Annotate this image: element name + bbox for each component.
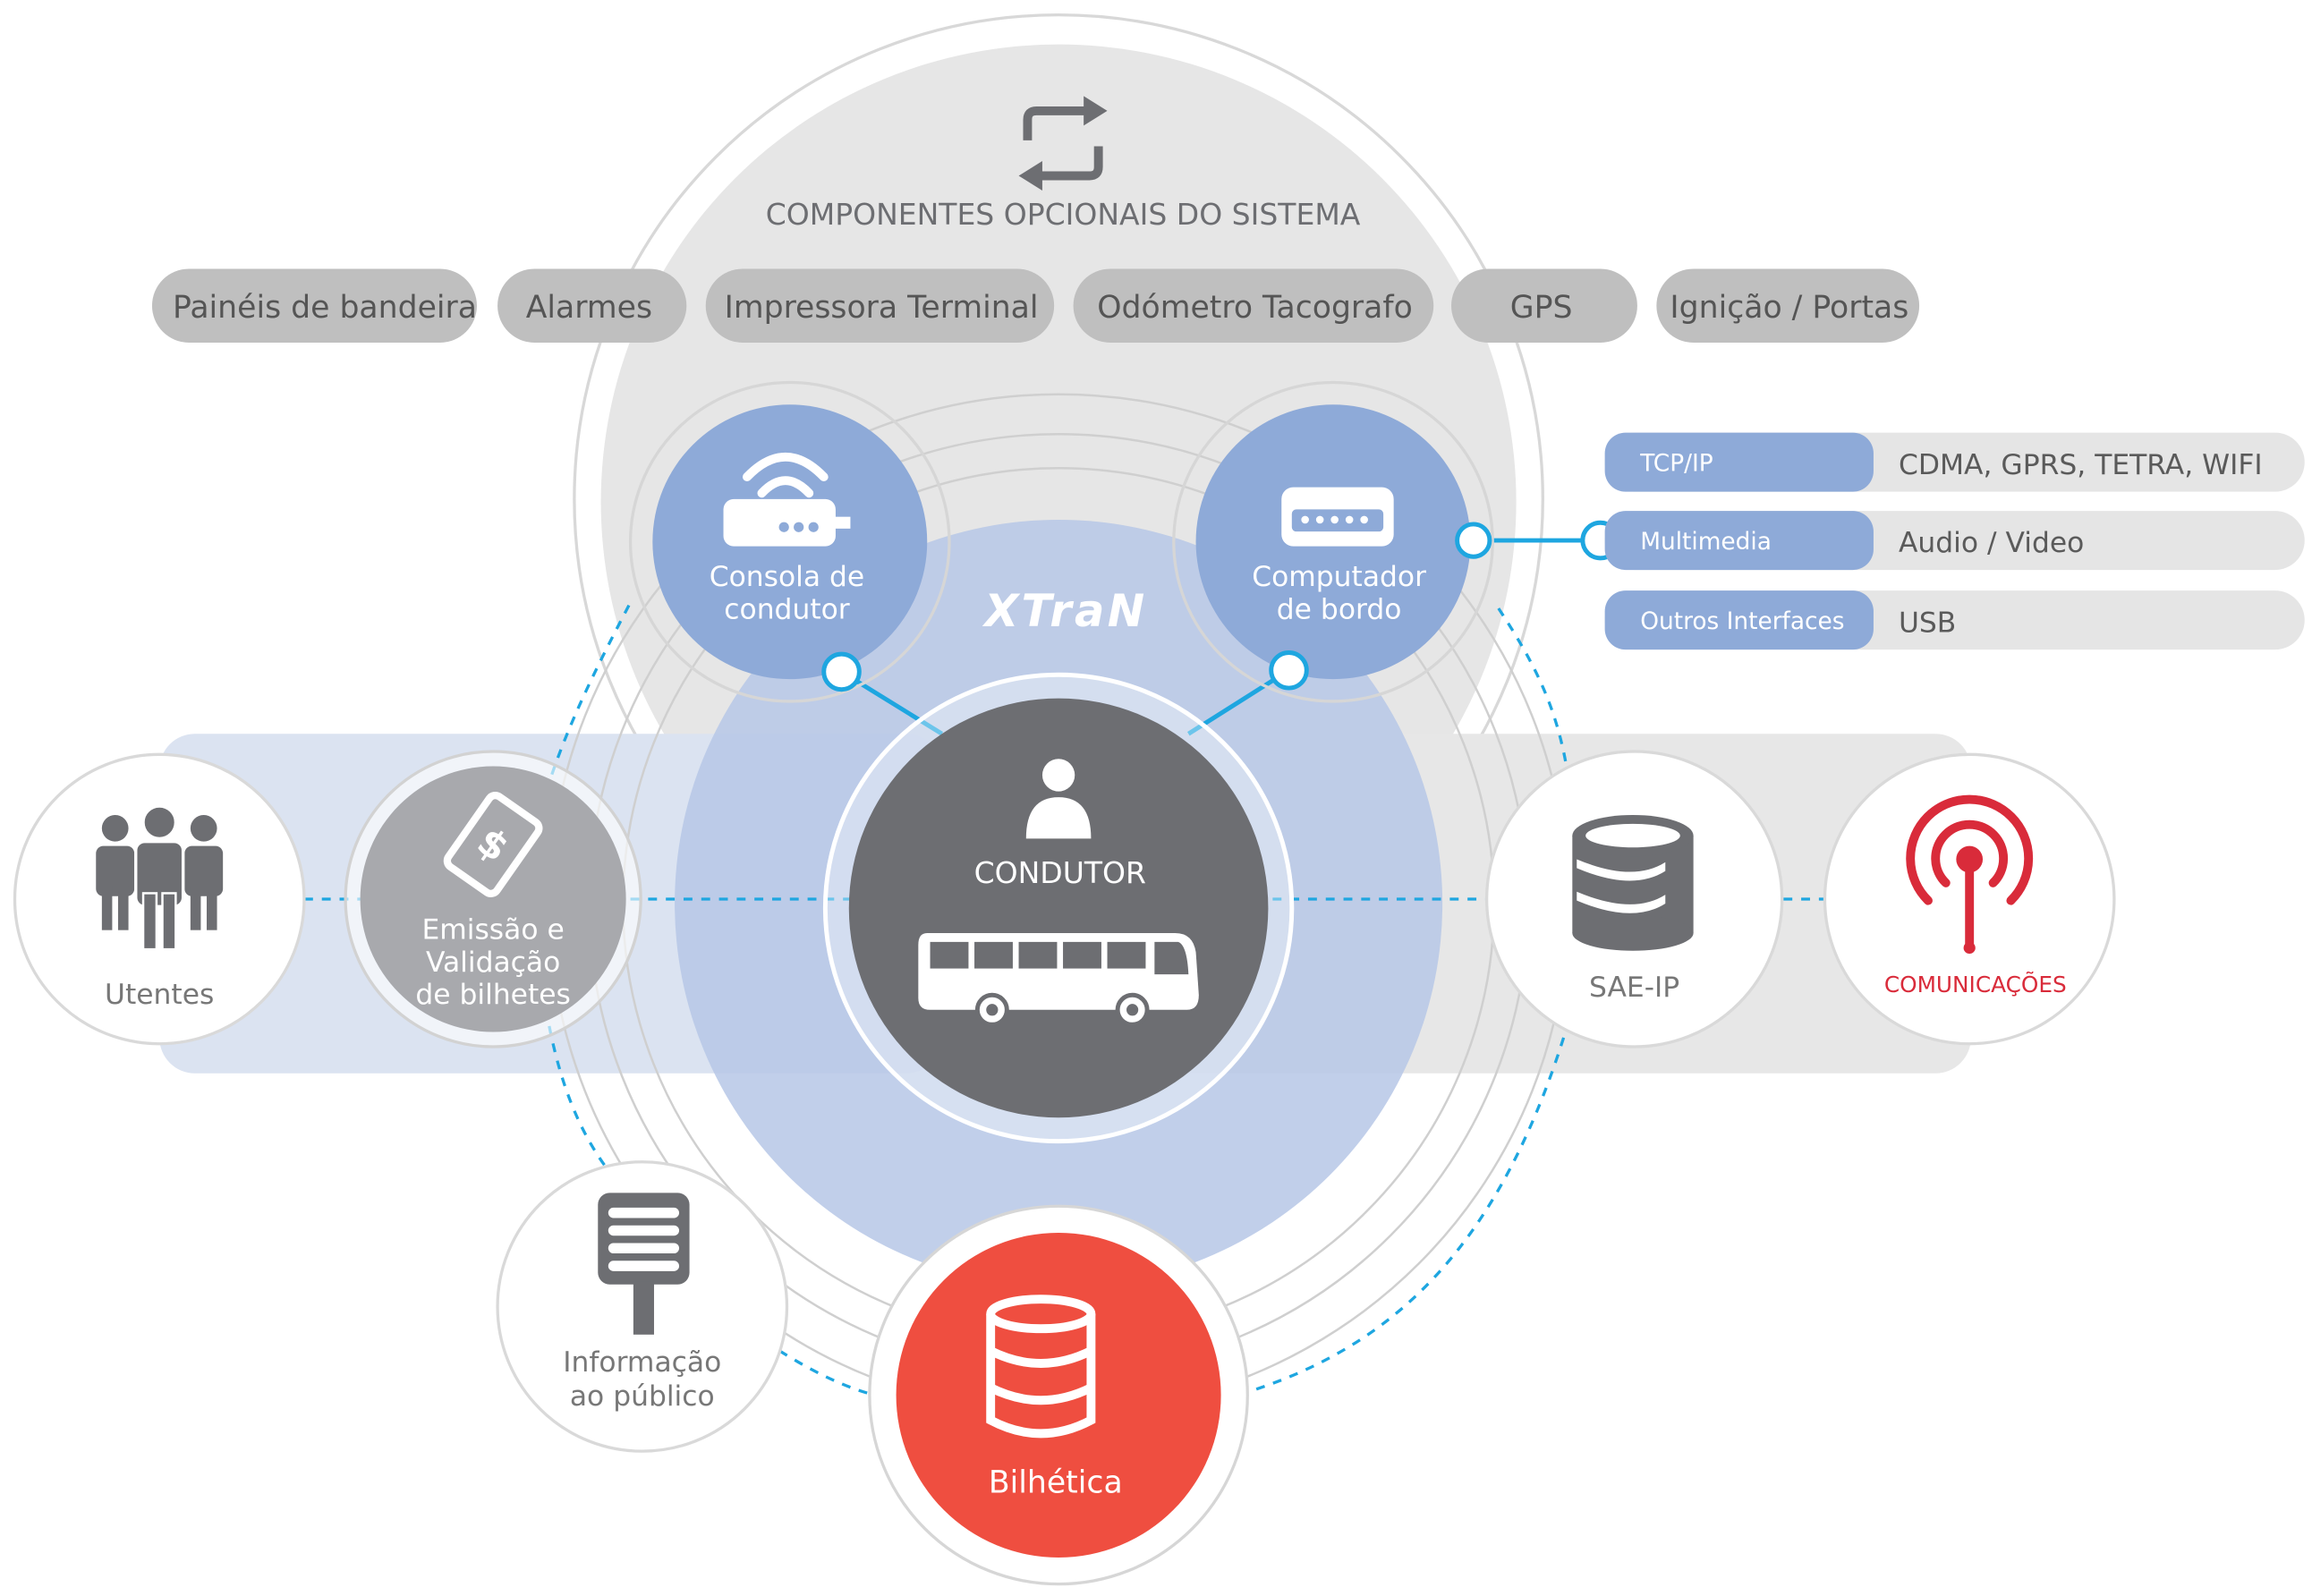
info-sign-icon <box>598 1193 690 1335</box>
node-ticketing[interactable]: $ Emissão e Validação de bilhetes <box>344 750 642 1048</box>
interface-row-tcpip[interactable]: TCP/IP CDMA, GPRS, TETRA, WIFI <box>1604 432 2305 492</box>
computer-label-line2: de bordo <box>1277 594 1402 626</box>
interfaces-list: TCP/IP CDMA, GPRS, TETRA, WIFI Multimedi… <box>1604 432 2305 650</box>
node-sae-ip[interactable]: SAE-IP <box>1484 750 1784 1048</box>
interface-tag: Multimedia <box>1640 528 1772 556</box>
pill-label: Impressora Terminal <box>725 290 1039 326</box>
node-console[interactable]: Consola de condutor <box>628 380 951 703</box>
ticketing-label-line3: de bilhetes <box>415 979 571 1011</box>
xtran-logo: XTraN <box>982 585 1147 637</box>
console-label-line2: condutor <box>724 594 850 626</box>
optional-components-title: COMPONENTES OPCIONAIS DO SISTEMA <box>766 197 1361 232</box>
pill-label: Odómetro Tacografo <box>1097 290 1413 326</box>
optional-components-pills: Painéis de bandeira Alarmes Impressora T… <box>151 268 1920 343</box>
pill-impressora-terminal[interactable]: Impressora Terminal <box>705 268 1055 343</box>
users-label: Utentes <box>105 979 214 1011</box>
pill-paineis-de-bandeira[interactable]: Painéis de bandeira <box>151 268 477 343</box>
pill-gps[interactable]: GPS <box>1451 268 1637 343</box>
node-onboard-computer[interactable]: Computador de bordo <box>1172 380 1494 703</box>
billing-label: Bilhética <box>989 1464 1123 1500</box>
pill-label: Painéis de bandeira <box>173 290 477 326</box>
ticketing-label-line1: Emissão e <box>421 914 564 947</box>
interface-value: Audio / Video <box>1899 527 2084 559</box>
pill-odometro-tacografo[interactable]: Odómetro Tacografo <box>1073 268 1434 343</box>
node-driver[interactable]: CONDUTOR <box>822 672 1295 1144</box>
interface-row-multimedia[interactable]: Multimedia Audio / Video <box>1604 511 2305 571</box>
pill-ignicao-portas[interactable]: Ignição / Portas <box>1656 268 1920 343</box>
info-label-line2: ao público <box>570 1380 715 1413</box>
info-label-line1: Informação <box>563 1346 721 1379</box>
database-icon <box>986 1295 1096 1439</box>
antenna-icon <box>1906 794 2034 950</box>
interface-tag: TCP/IP <box>1639 450 1713 478</box>
onboard-computer-icon <box>1281 487 1394 547</box>
sae-label: SAE-IP <box>1589 972 1679 1004</box>
interface-tag: Outros Interfaces <box>1640 607 1844 635</box>
comms-label: COMUNICAÇÕES <box>1884 971 2067 998</box>
sync-arrows-icon <box>1018 96 1108 191</box>
computer-label-line1: Computador <box>1252 561 1426 593</box>
router-icon <box>723 453 851 547</box>
bus-icon <box>918 932 1199 1027</box>
interface-value: CDMA, GPRS, TETRA, WIFI <box>1899 449 2263 481</box>
node-users[interactable]: Utentes <box>13 752 306 1046</box>
console-label-line1: Consola de <box>710 561 865 593</box>
person-icon <box>1025 759 1092 839</box>
pill-label: Alarmes <box>526 290 652 326</box>
pill-label: GPS <box>1510 290 1573 326</box>
connector-dots <box>821 520 1620 692</box>
driver-label: CONDUTOR <box>974 855 1146 890</box>
node-public-info[interactable]: Informação ao público <box>496 1160 789 1453</box>
interface-row-outros[interactable]: Outros Interfaces USB <box>1604 590 2305 650</box>
pill-label: Ignição / Portas <box>1670 290 1908 326</box>
node-communications[interactable]: COMUNICAÇÕES <box>1823 752 2116 1046</box>
database-icon <box>1572 814 1694 951</box>
node-billing[interactable]: Bilhética <box>868 1204 1249 1586</box>
people-group-icon <box>96 804 224 951</box>
dashed-connectors <box>303 604 1828 1402</box>
interface-value: USB <box>1899 607 1956 639</box>
pill-alarmes[interactable]: Alarmes <box>497 268 687 343</box>
ticketing-label-line2: Validação <box>426 947 560 979</box>
